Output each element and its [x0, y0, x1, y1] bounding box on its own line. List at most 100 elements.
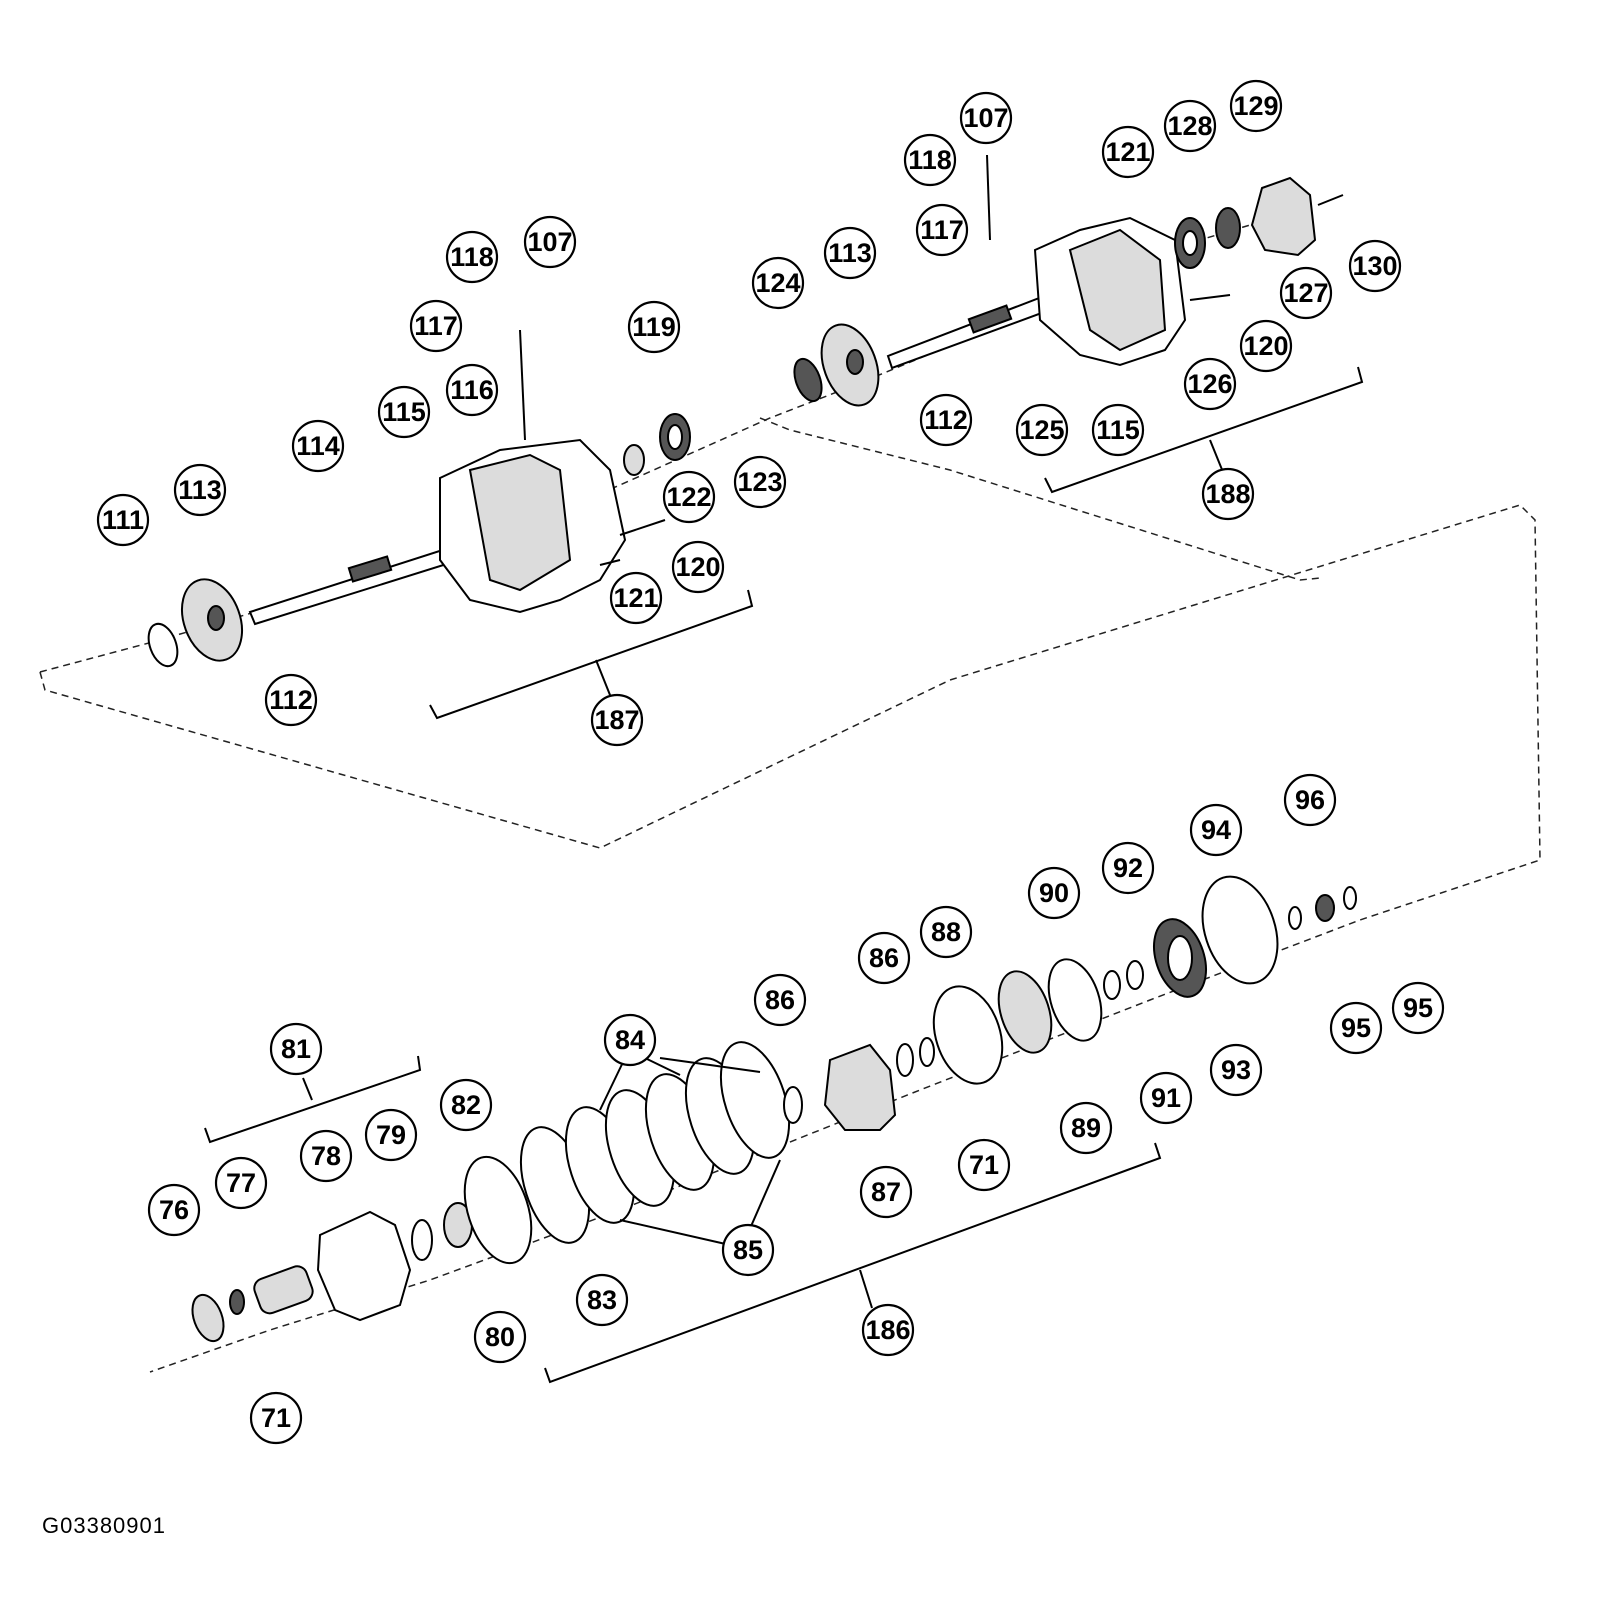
svg-text:121: 121 — [1105, 137, 1150, 167]
callout-112: 112 — [919, 393, 973, 447]
svg-text:90: 90 — [1039, 878, 1069, 908]
svg-text:86: 86 — [765, 985, 795, 1015]
ring-90-part — [1047, 958, 1103, 1042]
bearing-128-part — [1215, 207, 1241, 249]
ring-95a-part — [1288, 906, 1302, 930]
ring-86b-part — [896, 1043, 914, 1077]
svg-text:91: 91 — [1151, 1083, 1181, 1113]
callout-71: 71 — [957, 1138, 1011, 1192]
svg-text:71: 71 — [261, 1403, 291, 1433]
svg-text:85: 85 — [733, 1235, 763, 1265]
callout-79: 79 — [364, 1108, 418, 1162]
callouts: 111 113 114 115 116 118 107 117 119 122 … — [96, 79, 1445, 1445]
callout-115: 115 — [1091, 403, 1145, 457]
clutch-78-part — [316, 1210, 412, 1322]
callout-80: 80 — [473, 1310, 527, 1364]
seal-124-part — [793, 357, 823, 403]
callout-83: 83 — [575, 1273, 629, 1327]
svg-text:115: 115 — [382, 397, 426, 427]
callout-120: 120 — [1239, 319, 1293, 373]
svg-text:93: 93 — [1221, 1055, 1251, 1085]
svg-text:121: 121 — [613, 583, 658, 613]
svg-text:82: 82 — [451, 1090, 481, 1120]
drum-88-part — [932, 985, 1004, 1085]
callout-85: 85 — [721, 1223, 775, 1277]
callout-90: 90 — [1027, 866, 1081, 920]
plate-89-part — [997, 970, 1053, 1054]
callout-121: 121 — [609, 571, 663, 625]
seal-76-part — [191, 1293, 225, 1343]
svg-text:92: 92 — [1113, 853, 1143, 883]
svg-text:115: 115 — [1096, 415, 1140, 445]
callout-120: 120 — [671, 540, 725, 594]
svg-text:77: 77 — [226, 1168, 256, 1198]
svg-text:78: 78 — [311, 1141, 341, 1171]
ring-71b-part — [919, 1037, 935, 1067]
svg-text:87: 87 — [871, 1177, 901, 1207]
callout-87: 87 — [859, 1165, 913, 1219]
svg-text:188: 188 — [1205, 479, 1250, 509]
disc-84-85-e — [719, 1041, 791, 1159]
callout-89: 89 — [1059, 1101, 1113, 1155]
callout-121: 121 — [1101, 125, 1155, 179]
callout-118: 118 — [445, 230, 499, 284]
callout-118: 118 — [903, 133, 957, 187]
callout-186: 186 — [861, 1303, 915, 1357]
svg-text:96: 96 — [1295, 785, 1325, 815]
svg-text:107: 107 — [527, 227, 572, 257]
callout-119: 119 — [627, 300, 681, 354]
svg-text:119: 119 — [632, 312, 676, 342]
bearing-122-part — [623, 444, 645, 476]
callout-92: 92 — [1101, 841, 1155, 895]
svg-text:83: 83 — [587, 1285, 617, 1315]
callout-117: 117 — [409, 299, 463, 353]
svg-text:124: 124 — [755, 268, 800, 298]
svg-text:112: 112 — [269, 685, 313, 715]
callout-77: 77 — [214, 1156, 268, 1210]
svg-text:84: 84 — [615, 1025, 645, 1055]
shaft-77-part — [253, 1265, 314, 1315]
svg-text:95: 95 — [1341, 1013, 1371, 1043]
ring-95b-part — [1343, 886, 1357, 910]
bracket-186 — [544, 1142, 1162, 1384]
svg-text:114: 114 — [296, 431, 340, 461]
svg-text:125: 125 — [1019, 415, 1064, 445]
callout-127: 127 — [1279, 266, 1333, 320]
upper-right-assembly — [793, 154, 1364, 494]
ring-79-part — [411, 1219, 433, 1261]
callout-84: 84 — [603, 1013, 657, 1067]
callout-88: 88 — [919, 905, 973, 959]
svg-text:126: 126 — [1187, 369, 1232, 399]
svg-text:86: 86 — [869, 943, 899, 973]
callout-187: 187 — [590, 693, 644, 747]
svg-text:95: 95 — [1403, 993, 1433, 1023]
hub-87-part — [823, 1043, 897, 1131]
callout-125: 125 — [1015, 403, 1069, 457]
svg-text:118: 118 — [908, 145, 952, 175]
cover-129-part — [1250, 176, 1317, 257]
callout-86: 86 — [753, 973, 807, 1027]
callout-78: 78 — [299, 1129, 353, 1183]
svg-text:112: 112 — [924, 405, 968, 435]
callout-94: 94 — [1189, 803, 1243, 857]
callout-126: 126 — [1183, 357, 1237, 411]
svg-text:88: 88 — [931, 917, 961, 947]
svg-text:128: 128 — [1167, 111, 1212, 141]
callout-93: 93 — [1209, 1043, 1263, 1097]
callout-91: 91 — [1139, 1071, 1193, 1125]
svg-text:80: 80 — [485, 1322, 515, 1352]
svg-text:113: 113 — [828, 238, 872, 268]
callout-122: 122 — [662, 470, 716, 524]
callout-95: 95 — [1391, 981, 1445, 1035]
case-94-part — [1201, 875, 1279, 985]
callout-129: 129 — [1229, 79, 1283, 133]
svg-text:123: 123 — [737, 467, 782, 497]
svg-text:118: 118 — [450, 242, 494, 272]
callout-116: 116 — [445, 363, 499, 417]
svg-text:113: 113 — [178, 475, 222, 505]
seal-111-part — [147, 622, 179, 668]
svg-text:116: 116 — [450, 375, 494, 405]
svg-text:129: 129 — [1233, 91, 1278, 121]
bracket-81 — [204, 1055, 422, 1144]
